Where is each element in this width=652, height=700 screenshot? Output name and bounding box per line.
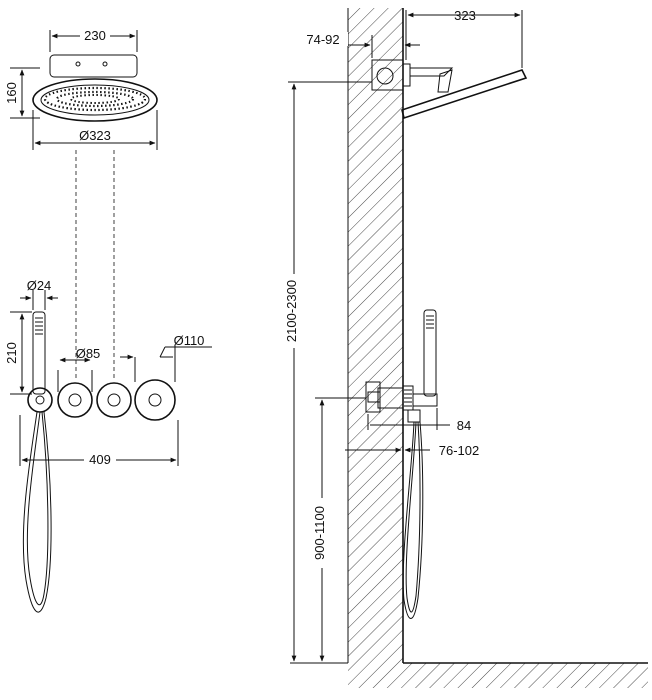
- control-knob-2: [96, 382, 132, 418]
- dimension-hand-height: 210: [4, 311, 32, 395]
- dimension-wall-recess: 74-92: [298, 32, 420, 58]
- label-210: 210: [4, 342, 19, 364]
- shower-arm: [371, 59, 528, 120]
- hand-shower-side: [402, 309, 437, 619]
- dimension-valve-height: 900-1100: [310, 397, 366, 662]
- label-d24: Ø24: [27, 278, 52, 293]
- label-74-92: 74-92: [306, 32, 339, 47]
- dimension-plate-diameter: Ø110: [120, 333, 212, 382]
- dimension-total-width: 409: [19, 415, 179, 467]
- dimension-valve-projection: 84: [367, 408, 471, 433]
- dimension-head-width: 230: [49, 28, 138, 52]
- label-d85: Ø85: [76, 346, 101, 361]
- label-323: 323: [454, 8, 476, 23]
- mixing-valve: [365, 381, 438, 423]
- wall: [347, 8, 404, 663]
- label-230: 230: [84, 28, 106, 43]
- dimension-valve-recess: 76-102: [345, 443, 479, 458]
- dimension-install-height: 2100-2300: [282, 81, 372, 662]
- shower-head: [32, 54, 158, 122]
- label-84: 84: [457, 418, 471, 433]
- dimension-hand-diameter: Ø24: [20, 278, 58, 310]
- label-76-102: 76-102: [439, 443, 479, 458]
- side-view: 323 74-92 2100-2300: [282, 8, 648, 688]
- control-knob-1: [57, 382, 93, 418]
- label-d323: Ø323: [79, 128, 111, 143]
- dimension-valve-diameter: Ø85: [57, 346, 101, 392]
- label-409: 409: [89, 452, 111, 467]
- control-knob-3: [134, 379, 176, 421]
- floor: [290, 662, 648, 688]
- label-2100-2300: 2100-2300: [284, 280, 299, 342]
- hand-shower: [22, 311, 53, 613]
- dimension-head-diameter: Ø323: [32, 110, 158, 150]
- label-900-1100: 900-1100: [312, 506, 327, 560]
- dimension-arm-length: 323: [405, 8, 523, 68]
- front-view: 230 160 Ø323: [4, 28, 212, 613]
- label-d110: Ø110: [174, 333, 205, 348]
- dimension-head-height: 160: [4, 67, 40, 119]
- label-160: 160: [4, 82, 19, 104]
